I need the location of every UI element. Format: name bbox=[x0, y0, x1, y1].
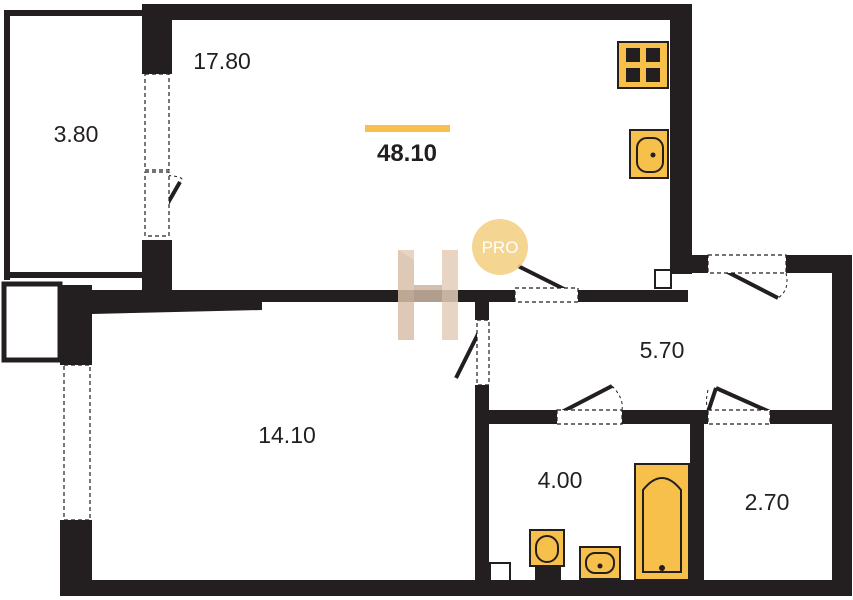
bathtub-icon bbox=[634, 463, 690, 581]
door-bathroom-frame bbox=[556, 409, 623, 425]
h-logo-icon bbox=[398, 250, 458, 340]
balcony-wall-left bbox=[4, 10, 10, 280]
door-wc-leaf bbox=[706, 387, 718, 413]
room-area-bedroom: 14.10 bbox=[258, 422, 316, 448]
doors bbox=[144, 171, 788, 425]
door-wc-swing bbox=[706, 389, 709, 411]
pro-badge-text: PRO bbox=[482, 238, 519, 257]
washbasin-icon bbox=[579, 546, 621, 580]
wall-partition-corner bbox=[92, 302, 262, 314]
door-entrance-frame bbox=[707, 254, 787, 274]
watermark: PRO bbox=[398, 219, 528, 340]
niche-outline bbox=[1, 281, 63, 363]
wall-top bbox=[142, 4, 692, 20]
door-wc-leaf-2 bbox=[715, 386, 771, 414]
kitchen-sink-icon bbox=[629, 129, 669, 179]
room-area-hallway: 5.70 bbox=[640, 337, 685, 363]
wall-left-bottom bbox=[60, 520, 92, 596]
fixtures bbox=[529, 41, 690, 581]
wall-bedroom-right-top bbox=[475, 290, 489, 320]
door-bedroom-frame bbox=[476, 319, 490, 386]
pro-badge bbox=[472, 219, 528, 275]
room-area-wc: 2.70 bbox=[745, 489, 790, 515]
door-bathroom-swing bbox=[611, 385, 623, 411]
window-balcony-upper bbox=[144, 73, 170, 171]
room-area-balcony: 3.80 bbox=[54, 121, 99, 147]
wall-bottom bbox=[60, 580, 852, 596]
windows bbox=[63, 73, 170, 521]
room-area-bathroom: 4.00 bbox=[538, 467, 583, 493]
shaft-kitchen bbox=[654, 269, 672, 289]
balcony-wall-top bbox=[4, 10, 144, 16]
wall-right-living bbox=[670, 4, 692, 274]
door-bathroom-leaf bbox=[557, 384, 613, 416]
window-bedroom bbox=[63, 364, 91, 521]
wall-partition-kitchen bbox=[578, 290, 688, 302]
wall-step bbox=[670, 255, 710, 273]
shaft-bathroom bbox=[489, 562, 511, 582]
walls bbox=[1, 4, 852, 596]
room-area-kitchen-living: 17.80 bbox=[193, 48, 251, 74]
door-entrance-swing bbox=[777, 272, 788, 299]
total-area-label: 48.10 bbox=[377, 140, 437, 167]
toilet-icon bbox=[529, 529, 565, 580]
wall-hall-bottom-2 bbox=[622, 410, 708, 424]
door-living-frame bbox=[514, 287, 579, 303]
door-balcony-frame bbox=[144, 171, 170, 237]
total-area-bar bbox=[365, 125, 450, 132]
wall-bedroom-right bbox=[475, 385, 489, 595]
stove-icon bbox=[617, 41, 669, 89]
balcony-wall-bottom bbox=[4, 272, 144, 278]
wall-bath-wc bbox=[690, 410, 704, 595]
wall-hall-bottom-3 bbox=[770, 410, 850, 424]
wall-hall-bottom-1 bbox=[475, 410, 557, 424]
door-wc-frame bbox=[707, 409, 771, 425]
